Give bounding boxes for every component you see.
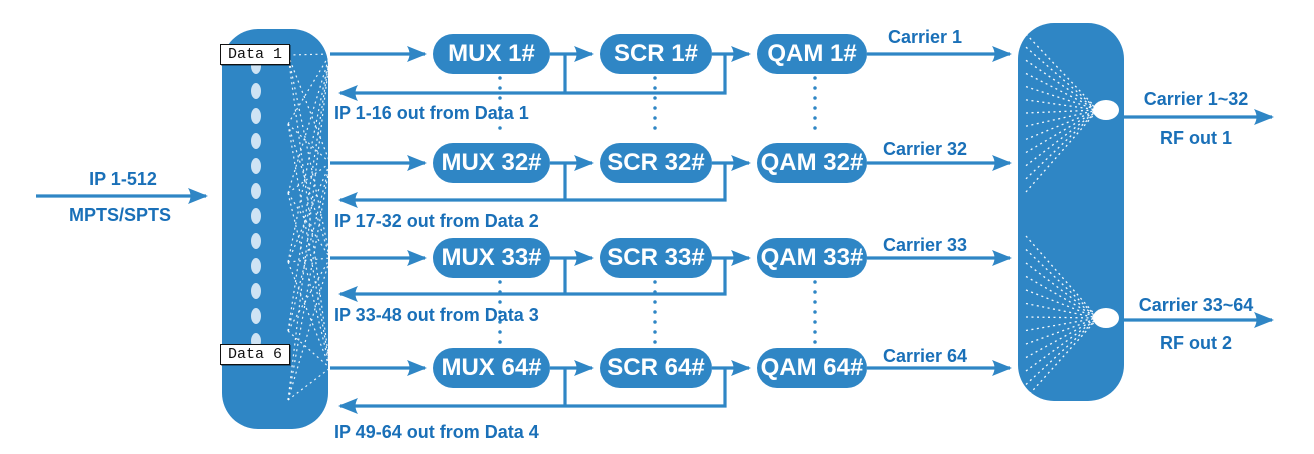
fan-line [1025, 109, 1099, 140]
fan-line [1025, 317, 1099, 372]
fan-line [1025, 109, 1099, 193]
scr-64-block: SCR 64# [600, 348, 712, 388]
return-label-4: IP 49-64 out from Data 4 [334, 422, 539, 442]
mux-33-block: MUX 33# [433, 238, 550, 278]
switch-port-dot [251, 133, 261, 149]
fan-line [1025, 109, 1099, 180]
combiner-node-1 [1093, 100, 1119, 120]
mesh-line [287, 53, 331, 263]
fan-line [1025, 317, 1099, 332]
mesh-line [287, 330, 331, 369]
rf-out-1-carrier-label: Carrier 1~32 [1143, 89, 1249, 109]
fan-line [1025, 249, 1099, 319]
qam-32-block: QAM 32# [757, 143, 867, 183]
fan-line [1025, 317, 1099, 345]
mesh-line [287, 53, 331, 194]
qam-64-block: QAM 64# [757, 348, 867, 388]
row-flow-lines [330, 46, 1012, 414]
switch-port-dot [251, 158, 261, 174]
fan-line [1025, 317, 1099, 399]
mesh-line [287, 54, 331, 259]
fan-line [1025, 109, 1099, 167]
carrier-32-label: Carrier 32 [882, 139, 968, 159]
mesh-line [287, 53, 331, 56]
rf-out-1-label: RF out 1 [1160, 128, 1232, 148]
mesh-line [287, 192, 331, 259]
switch-port-dot [251, 258, 261, 274]
fan-line [1025, 99, 1099, 111]
return-label-3: IP 33-48 out from Data 3 [334, 305, 539, 325]
fan-line [1025, 316, 1099, 319]
switch-port-dot [251, 308, 261, 324]
ip-return-arrow [338, 258, 727, 302]
scr-33-block: SCR 33# [600, 238, 712, 278]
fan-line [1025, 235, 1099, 319]
switch-port-dot [251, 108, 261, 124]
data-port-6-tag: Data 6 [220, 344, 290, 365]
mesh-line [287, 261, 331, 369]
input-stream-label: IP 1-512 [89, 169, 157, 189]
ip-return-arrow [338, 368, 727, 414]
fan-line [1025, 86, 1099, 111]
mux-1-block: MUX 1# [433, 34, 550, 74]
rf-out-2-carrier-label: Carrier 33~64 [1138, 295, 1254, 315]
ip-return-arrow [338, 54, 727, 101]
carrier-33-label: Carrier 33 [882, 235, 968, 255]
combiner-node-2 [1093, 308, 1119, 328]
fan-line [1025, 109, 1099, 114]
mesh-line [287, 162, 331, 263]
carrier-1-label: Carrier 1 [887, 27, 963, 47]
fan-line [1025, 33, 1099, 111]
mesh-line [287, 123, 331, 164]
switch-crossconnect-mesh [287, 53, 331, 401]
switch-port-dot [251, 208, 261, 224]
carrier-64-label: Carrier 64 [882, 346, 968, 366]
rf-combiner-block [1018, 23, 1124, 401]
fan-line [1025, 289, 1099, 319]
qam-1-block: QAM 1# [757, 34, 867, 74]
ip-switch-block [222, 29, 328, 429]
return-label-1: IP 1-16 out from Data 1 [334, 103, 529, 123]
input-format-label: MPTS/SPTS [68, 205, 171, 225]
combiner-fan-lines [1025, 33, 1099, 399]
continuation-dotted-lines [498, 76, 817, 346]
rf-out-2-label: RF out 2 [1160, 333, 1232, 353]
fan-line [1025, 262, 1099, 319]
mesh-line [287, 257, 331, 263]
fan-line [1025, 109, 1099, 127]
scr-32-block: SCR 32# [600, 143, 712, 183]
mesh-line [287, 162, 331, 332]
switch-port-dot [251, 83, 261, 99]
ip-return-arrow [338, 163, 727, 208]
switch-port-dot [251, 283, 261, 299]
data-port-1-tag: Data 1 [220, 44, 290, 65]
qam-33-block: QAM 33# [757, 238, 867, 278]
switch-port-dot [251, 183, 261, 199]
fan-line [1025, 302, 1099, 319]
mesh-line [287, 367, 331, 401]
switch-port-dots [251, 58, 261, 349]
mesh-line [287, 123, 331, 259]
mux-32-block: MUX 32# [433, 143, 550, 183]
mux-64-block: MUX 64# [433, 348, 550, 388]
fan-line [1025, 59, 1099, 111]
scr-1-block: SCR 1# [600, 34, 712, 74]
fan-line [1025, 72, 1099, 111]
return-label-2: IP 17-32 out from Data 2 [334, 211, 539, 231]
mesh-line [287, 162, 331, 401]
switch-port-dot [251, 233, 261, 249]
